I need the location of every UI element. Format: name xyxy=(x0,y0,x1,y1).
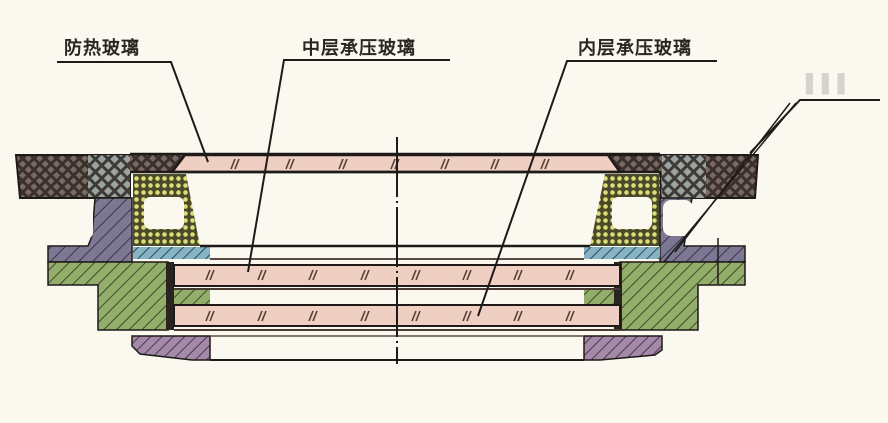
label-inner-pressure-glass: 内层承压玻璃 xyxy=(578,38,692,59)
right-green-separator xyxy=(584,290,620,304)
right-purple-ring xyxy=(583,335,663,361)
left-slate-bracket xyxy=(47,197,133,263)
label-middle-pressure-glass: 中层承压玻璃 xyxy=(302,38,416,59)
leader-middle-glass xyxy=(247,59,450,273)
label-heat-resistant-glass: 防热玻璃 xyxy=(64,38,140,59)
left-purple-ring xyxy=(131,335,211,361)
left-dark-wedge xyxy=(130,155,185,172)
leader-heat-glass xyxy=(57,61,209,163)
label-faded-outer-frame: ▌▌▌ xyxy=(806,74,854,95)
right-seal-cavity xyxy=(612,197,652,229)
leader-outer-frame xyxy=(749,99,880,154)
left-blue-spacer xyxy=(133,247,210,259)
right-blue-spacer xyxy=(584,247,660,259)
left-mesh-block xyxy=(88,155,130,197)
left-green-separator xyxy=(168,290,210,304)
right-mesh-block xyxy=(662,155,706,198)
leader-inner-glass xyxy=(477,60,717,317)
left-green-frame xyxy=(47,261,169,331)
right-green-frame xyxy=(619,261,746,331)
left-seal-cavity xyxy=(144,197,184,229)
